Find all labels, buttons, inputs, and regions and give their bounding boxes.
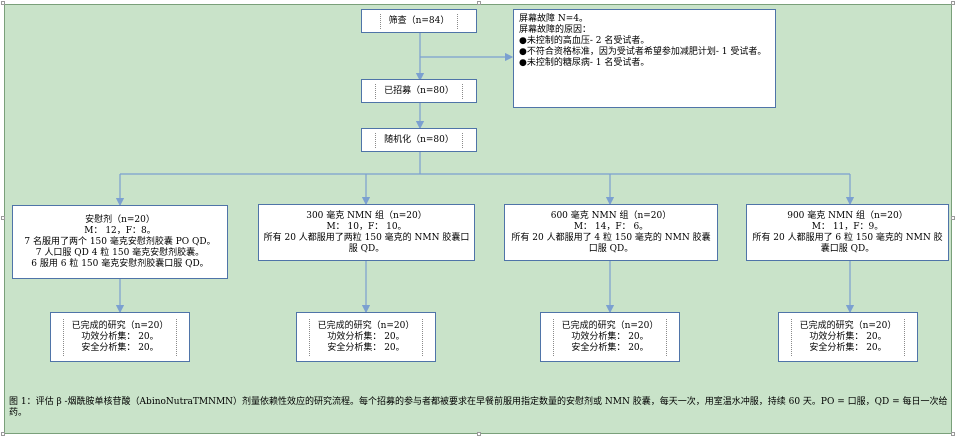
group-box-300mg: 300 毫克 NMN 组（n=20） M： 10，F： 10。 所有 20 人都… <box>258 204 475 261</box>
exclusion-reason: ●未控制的糖尿病- 1 名受试者。 <box>519 58 650 68</box>
efficacy-set: 功效分析集： 20。 <box>81 331 159 342</box>
completed-text: 已完成的研究（n=20） 功效分析集： 20。 安全分析集： 20。 <box>790 318 906 356</box>
completed-box-placebo: 已完成的研究（n=20） 功效分析集： 20。 安全分析集： 20。 <box>50 312 190 362</box>
group-name: 安慰剂（n=20） <box>85 214 155 225</box>
resize-handle-top-center[interactable] <box>477 1 481 5</box>
completed-text: 已完成的研究（n=20） 功效分析集： 20。 安全分析集： 20。 <box>62 318 178 356</box>
group-detail: 所有 20 人都服用了 4 粒 150 毫克的 NMN 胶囊口服 QD。 <box>511 232 711 254</box>
completed-label: 已完成的研究（n=20） <box>799 320 897 331</box>
group-box-placebo: 安慰剂（n=20） M： 12，F：8。 7 名服用了两个 150 毫克安慰剂胶… <box>12 205 228 279</box>
completed-label: 已完成的研究（n=20） <box>71 320 169 331</box>
safety-set: 安全分析集： 20。 <box>327 342 405 353</box>
safety-set: 安全分析集： 20。 <box>81 342 159 353</box>
group-sex: M： 11，F：9。 <box>811 221 884 232</box>
group-sex: M： 10，F： 10。 <box>326 221 407 232</box>
screening-label: 筛查（n=84） <box>379 13 459 29</box>
group-detail: 6 服用 6 粒 150 毫克安慰剂胶囊口服 QD。 <box>31 258 209 269</box>
group-name: 900 毫克 NMN 组（n=20） <box>787 210 908 221</box>
resize-handle-top-right[interactable] <box>951 1 955 5</box>
completed-label: 已完成的研究（n=20） <box>317 320 415 331</box>
efficacy-set: 功效分析集： 20。 <box>571 331 649 342</box>
efficacy-set: 功效分析集： 20。 <box>809 331 887 342</box>
exclusion-reason: ●不符合资格标准，因为受试者希望参加减肥计划- 1 受试者。 <box>519 47 767 57</box>
enrolled-label: 已招募（n=80） <box>375 83 463 99</box>
group-sex: M： 12，F：8。 <box>84 225 156 236</box>
completed-text: 已完成的研究（n=20） 功效分析集： 20。 安全分析集： 20。 <box>552 318 668 356</box>
randomized-label: 随机化（n=80） <box>375 132 463 148</box>
exclusion-box: 屏幕故障 N=4。 屏幕故障的原因： ●未控制的高血压- 2 名受试者。 ●不符… <box>513 9 776 108</box>
figure-caption: 图 1：评估 β -烟酰胺单核苷酸（AbinoNutraTMNMN）剂量依赖性效… <box>9 397 948 418</box>
enrolled-box: 已招募（n=80） <box>361 79 477 103</box>
group-detail: 所有 20 人都服用了 6 粒 150 毫克的 NMN 胶囊口服 QD。 <box>752 232 943 254</box>
completed-label: 已完成的研究（n=20） <box>561 320 659 331</box>
group-detail: 7 人口服 QD 4 粒 150 毫克安慰剂胶囊。 <box>35 247 205 258</box>
resize-handle-middle-left[interactable] <box>1 216 5 220</box>
exclusion-title: 屏幕故障 N=4。 <box>519 14 589 24</box>
resize-handle-bottom-left[interactable] <box>1 432 5 436</box>
resize-handle-bottom-right[interactable] <box>951 432 955 436</box>
completed-box-600mg: 已完成的研究（n=20） 功效分析集： 20。 安全分析集： 20。 <box>540 312 680 362</box>
efficacy-set: 功效分析集： 20。 <box>327 331 405 342</box>
group-detail: 所有 20 人都服用了两粒 150 毫克的 NMN 胶囊口服 QD。 <box>263 232 470 254</box>
resize-handle-top-left[interactable] <box>1 1 5 5</box>
screening-box: 筛查（n=84） <box>361 9 477 33</box>
resize-handle-middle-right[interactable] <box>951 216 955 220</box>
safety-set: 安全分析集： 20。 <box>571 342 649 353</box>
exclusion-reasons-label: 屏幕故障的原因： <box>519 25 592 35</box>
group-box-600mg: 600 毫克 NMN 组（n=20） M： 14，F： 6。 所有 20 人都服… <box>504 204 718 261</box>
group-detail: 7 名服用了两个 150 毫克安慰剂胶囊 PO QD。 <box>24 236 216 247</box>
safety-set: 安全分析集： 20。 <box>809 342 887 353</box>
group-name: 600 毫克 NMN 组（n=20） <box>550 210 672 221</box>
completed-box-900mg: 已完成的研究（n=20） 功效分析集： 20。 安全分析集： 20。 <box>778 312 918 362</box>
resize-handle-bottom-center[interactable] <box>477 432 481 436</box>
exclusion-reason: ●未控制的高血压- 2 名受试者。 <box>519 36 650 46</box>
group-sex: M： 14，F： 6。 <box>573 221 649 232</box>
completed-box-300mg: 已完成的研究（n=20） 功效分析集： 20。 安全分析集： 20。 <box>296 312 436 362</box>
group-name: 300 毫克 NMN 组（n=20） <box>306 210 427 221</box>
group-box-900mg: 900 毫克 NMN 组（n=20） M： 11，F：9。 所有 20 人都服用… <box>746 204 949 261</box>
randomized-box: 随机化（n=80） <box>361 128 477 152</box>
completed-text: 已完成的研究（n=20） 功效分析集： 20。 安全分析集： 20。 <box>308 318 424 356</box>
